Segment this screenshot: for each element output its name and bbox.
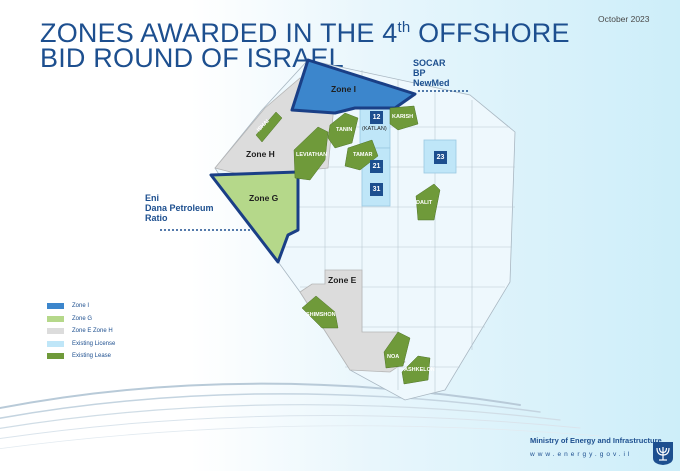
zone-g-label: Zone G bbox=[249, 193, 279, 203]
lease-tanin-shape bbox=[327, 112, 359, 149]
legend-swatch-zone-e-h bbox=[47, 328, 64, 334]
lease-shimshon-label: SHIMSHON bbox=[306, 312, 336, 318]
lease-leviathan-shape bbox=[293, 126, 329, 181]
zone-e-area bbox=[299, 269, 406, 373]
lease-ishai-shape bbox=[255, 111, 283, 143]
map-legend: Zone I Zone G Zone E Zone H Existing Lic… bbox=[47, 300, 115, 363]
operators-zone-i: SOCAR BP NewMed bbox=[413, 58, 450, 88]
lease-karish-shape bbox=[389, 105, 419, 131]
license-katlan-label: (KATLAN) bbox=[362, 126, 387, 132]
legend-label: Zone G bbox=[72, 315, 93, 322]
legend-swatch-existing-lease bbox=[47, 353, 64, 359]
lease-shimshon-shape bbox=[301, 295, 339, 329]
existing-leases bbox=[255, 105, 441, 385]
operator-dana-petroleum: Dana Petroleum bbox=[145, 203, 214, 213]
title-part-1: ZONES AWARDED IN THE 4 bbox=[40, 18, 398, 48]
lease-ashkelon-shape bbox=[401, 355, 431, 385]
operator-ratio: Ratio bbox=[145, 213, 168, 223]
ministry-website: www.energy.gov.il bbox=[530, 451, 633, 458]
title-part-2: OFFSHORE bbox=[410, 18, 570, 48]
lease-noa-label: NOA bbox=[387, 354, 400, 360]
zone-h-label: Zone H bbox=[246, 149, 275, 159]
operator-eni: Eni bbox=[145, 193, 160, 203]
page-title-line-2: BID ROUND OF ISRAEL bbox=[40, 43, 344, 73]
legend-label: Existing License bbox=[72, 340, 116, 347]
lease-tanin-label: TANIN bbox=[336, 127, 353, 133]
legend-item-existing-license: Existing License bbox=[47, 338, 115, 350]
zone-e-label: Zone E bbox=[328, 275, 357, 285]
license-21-badge: 21 bbox=[370, 160, 383, 173]
lease-dalit-label: DALIT bbox=[416, 200, 433, 206]
lease-ashkelon-label: ASHKELON bbox=[404, 367, 435, 373]
operator-newmed: NewMed bbox=[413, 78, 450, 88]
title-superscript: th bbox=[397, 19, 411, 36]
zone-i-label: Zone I bbox=[331, 84, 357, 94]
legend-label: Existing Lease bbox=[72, 353, 112, 359]
lease-tamar-label: TAMAR bbox=[353, 152, 373, 158]
operators-zone-g: Eni Dana Petroleum Ratio bbox=[145, 193, 214, 223]
license-31-badge: 31 bbox=[370, 183, 383, 196]
lease-leviathan-label: LEVIATHAN bbox=[296, 152, 328, 158]
legend-item-zone-g: Zone G bbox=[47, 313, 115, 325]
operator-socar: SOCAR bbox=[413, 58, 446, 68]
legend-item-zone-i: Zone I bbox=[47, 300, 115, 312]
ministry-name: Ministry of Energy and Infrastructure bbox=[530, 436, 662, 445]
legend-item-existing-lease: Existing Lease bbox=[47, 350, 115, 362]
lease-noa-shape bbox=[383, 331, 411, 369]
legend-item-zone-e-h: Zone E Zone H bbox=[47, 325, 115, 337]
decorative-swooshes bbox=[0, 382, 601, 450]
legend-label: Zone E Zone H bbox=[72, 328, 113, 334]
page-title-line-1: ZONES AWARDED IN THE 4th OFFSHORE bbox=[40, 14, 570, 47]
lease-karish-label: KARISH bbox=[392, 114, 414, 120]
legend-swatch-zone-g bbox=[47, 315, 64, 322]
zone-i-area bbox=[290, 58, 417, 115]
lease-dalit-shape bbox=[415, 183, 441, 221]
date-label: October 2023 bbox=[598, 14, 650, 24]
license-23-badge: 23 bbox=[434, 151, 447, 164]
license-12-badge: 12 bbox=[370, 111, 383, 124]
legend-swatch-zone-i bbox=[47, 303, 64, 309]
zone-g-area bbox=[209, 170, 300, 264]
legend-swatch-existing-license bbox=[47, 340, 64, 347]
legend-label: Zone I bbox=[72, 303, 90, 309]
menorah-emblem-icon bbox=[653, 442, 673, 465]
operator-bp: BP bbox=[413, 68, 426, 78]
lease-tamar-shape bbox=[344, 139, 379, 171]
